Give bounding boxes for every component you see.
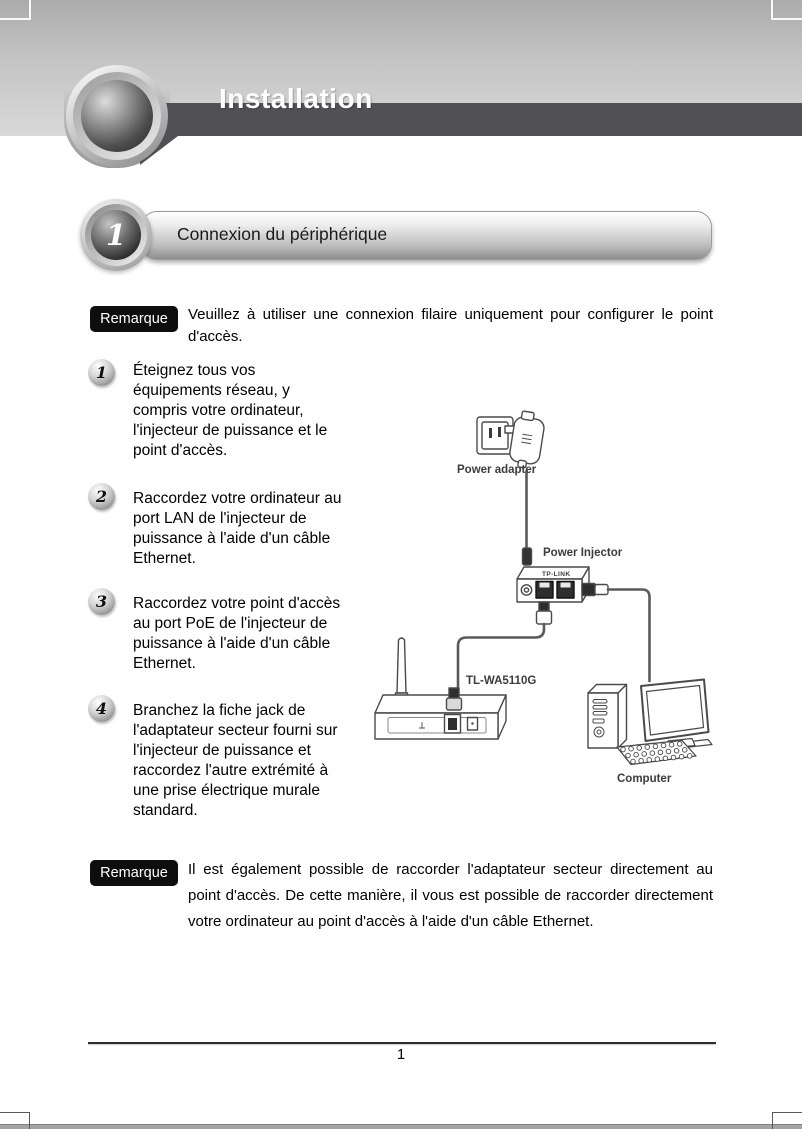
wall-outlet-icon (476, 416, 514, 455)
label-computer: Computer (617, 773, 672, 785)
cropmark-top-left (0, 0, 31, 20)
header-sphere-ball (81, 80, 153, 152)
section-bar (141, 211, 712, 260)
section-number-sphere: 1 (80, 199, 152, 271)
ethernet-plug-icon (581, 582, 596, 597)
cropmark-bottom-right (772, 1112, 802, 1129)
cropmark-top-right (771, 0, 802, 20)
section-number: 1 (105, 218, 127, 252)
header-sphere-icon (66, 65, 168, 167)
section-title: Connexion du périphérique (177, 224, 388, 244)
ethernet-plug-icon (448, 687, 460, 699)
label-brand: TP-LINK (542, 571, 570, 578)
header-dark-band (118, 103, 802, 136)
bottom-strip (0, 1124, 802, 1129)
connection-diagram: Power adapter Power Injector TP-LINK TL-… (374, 410, 713, 785)
note-text: Il est également possible de raccorder l… (188, 861, 713, 930)
label-power-adapter: Power adapter (457, 464, 537, 476)
note-badge: Remarque (90, 306, 178, 332)
ethernet-plug-icon (538, 601, 550, 612)
step-number-sphere: 4 (88, 695, 115, 722)
step-number-sphere: 3 (88, 588, 115, 615)
label-power-injector: Power Injector (543, 547, 623, 559)
cropmark-bottom-left (0, 1112, 30, 1129)
access-point-icon (374, 637, 507, 740)
label-access-point: TL-WA5110G (466, 675, 536, 687)
note-badge: Remarque (90, 860, 178, 886)
dc-connector-icon (521, 547, 533, 566)
page-title: Installation (219, 83, 373, 114)
step-number-sphere: 1 (88, 359, 115, 386)
computer-icon (587, 678, 713, 766)
ethernet-cable-to-ap (456, 622, 546, 690)
footer-rule (88, 1042, 716, 1044)
section-sphere-ball (91, 210, 141, 260)
note-text: Veuillez à utiliser une connexion filair… (188, 306, 713, 345)
power-adapter-icon (504, 410, 545, 469)
step-number-sphere: 2 (88, 483, 115, 510)
page-number: 1 (396, 1046, 406, 1063)
ethernet-cable-to-computer (606, 588, 651, 683)
